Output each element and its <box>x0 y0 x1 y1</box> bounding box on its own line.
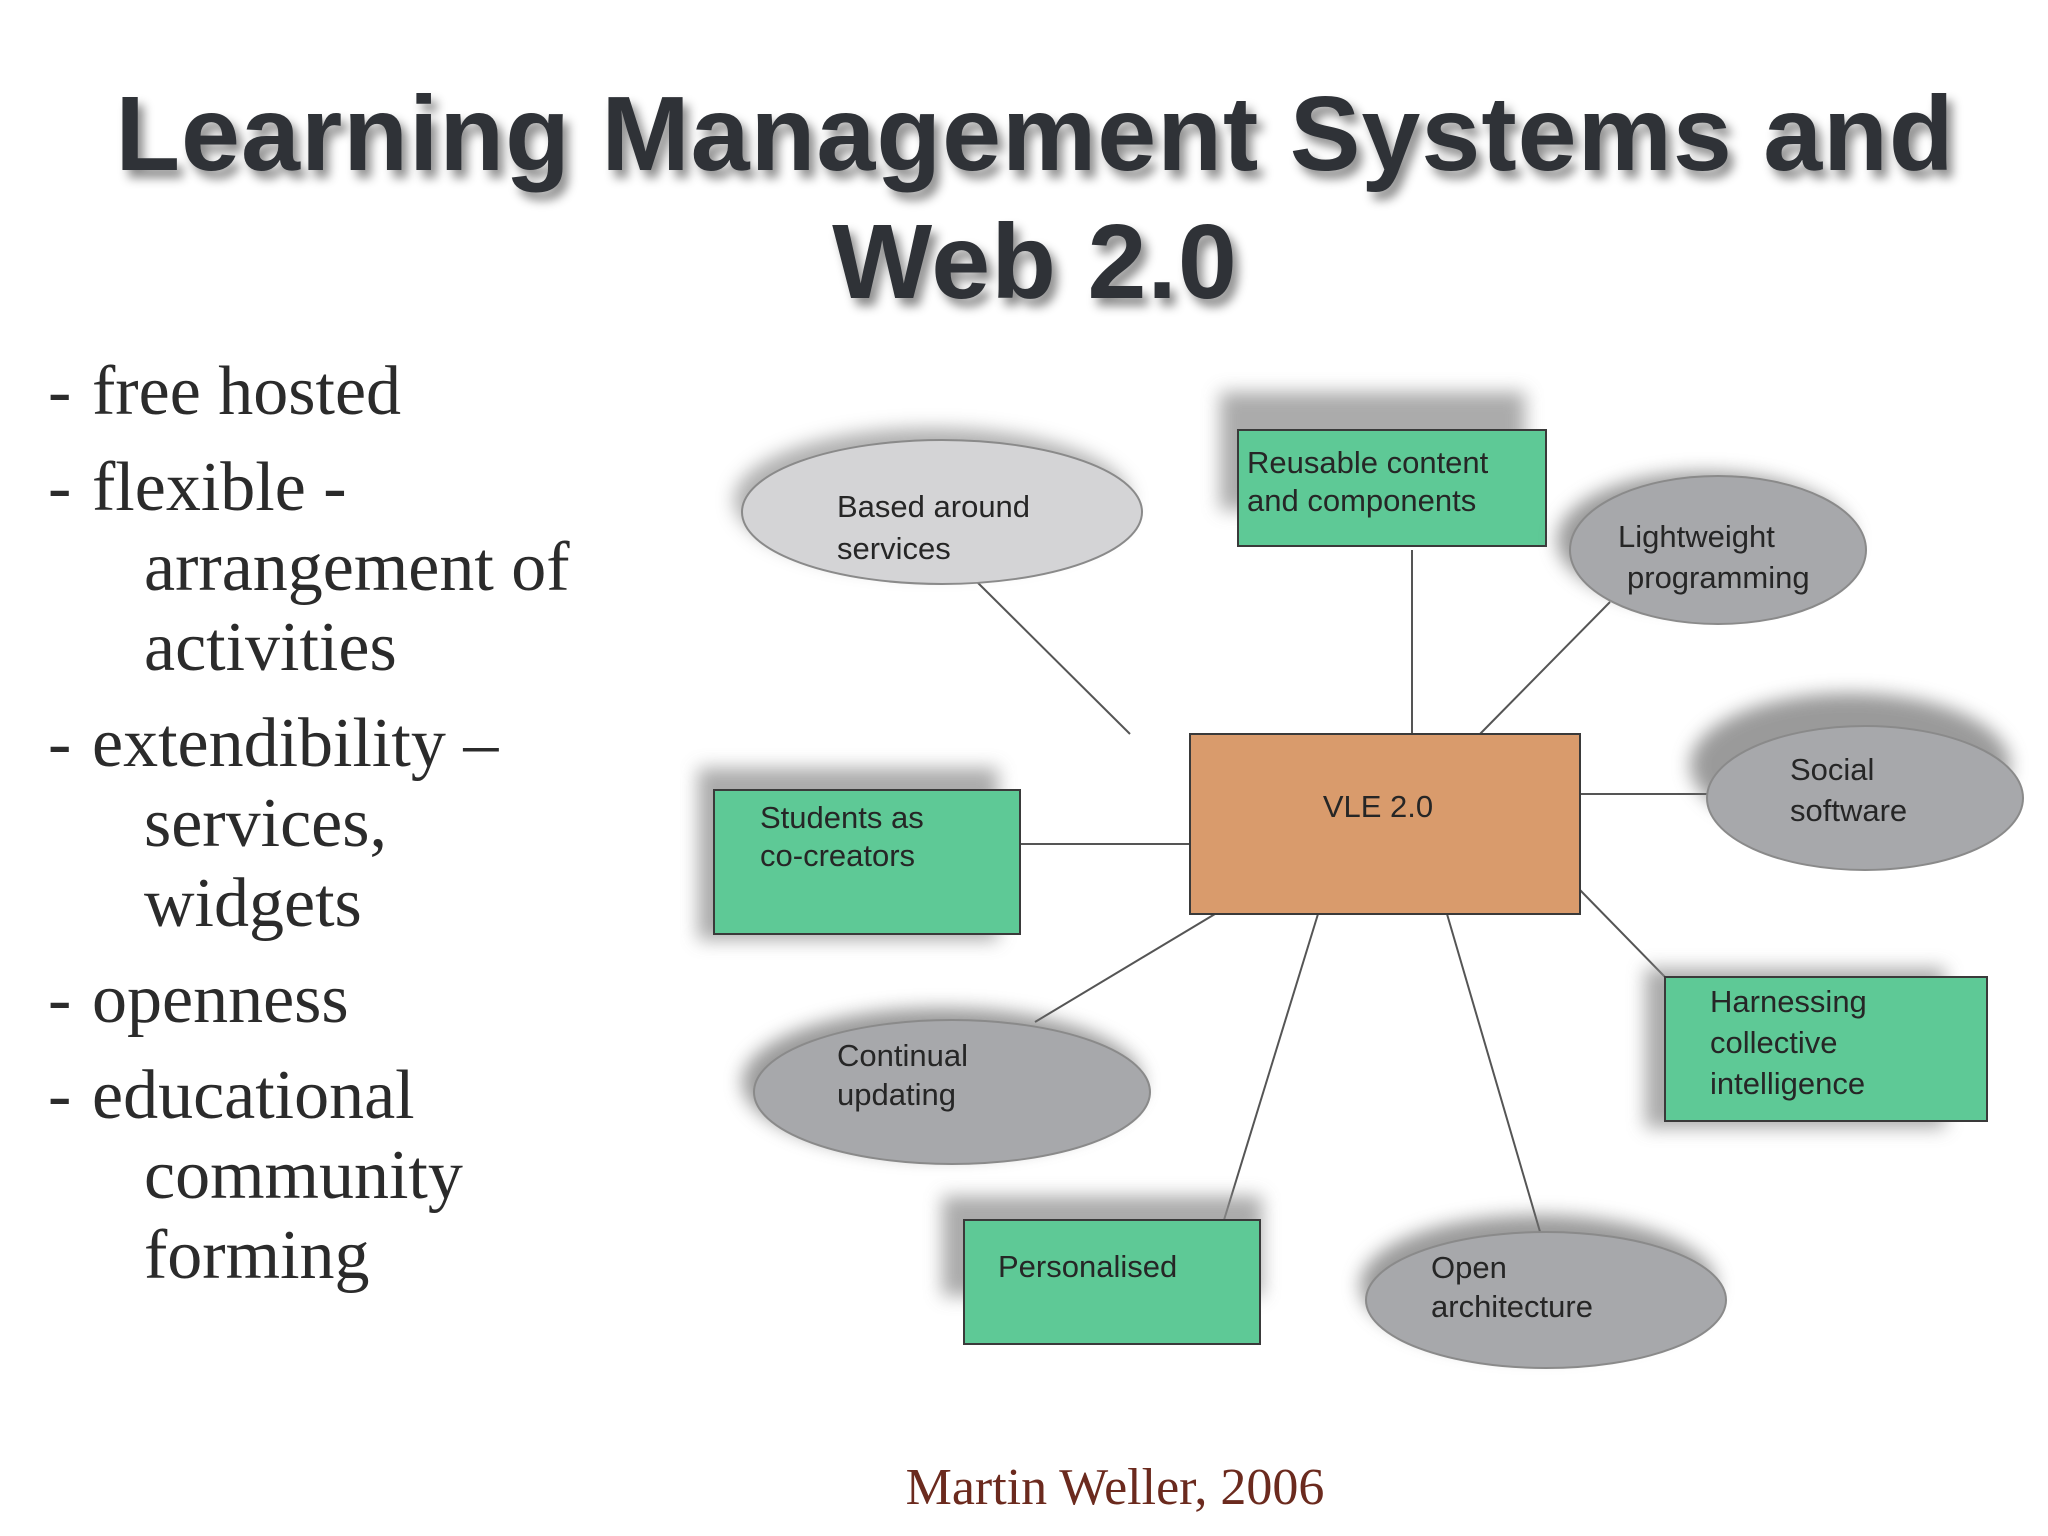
bullet-text: extendibility – services, widgets <box>92 705 499 942</box>
node-based-around-services: Based around services <box>734 428 1143 585</box>
node-shape <box>713 789 1021 935</box>
slide-title-line-1: Learning Management Systems and <box>115 75 1955 193</box>
connector-line <box>1446 913 1544 1243</box>
node-social-software: Social software <box>1690 693 2024 871</box>
node-shape <box>741 439 1143 585</box>
node-label: Personalised <box>998 1249 1177 1284</box>
node-label: Reusable content <box>1247 445 1489 480</box>
node-shape <box>963 1219 1261 1345</box>
node-students-co-creators: Students as co-creators <box>698 768 1021 940</box>
node-label: and components <box>1247 483 1476 518</box>
node-label: software <box>1790 793 1907 828</box>
node-shape <box>1664 976 1988 1122</box>
node-reusable-content: Reusable content and components <box>1220 392 1547 547</box>
bullet-item: -openness <box>48 960 608 1040</box>
node-shape <box>1237 429 1547 547</box>
connector-line <box>1034 913 1216 1023</box>
slide-title: Learning Management Systems and Web 2.0 <box>60 70 2010 326</box>
bullet-item: -free hosted <box>48 352 608 432</box>
bullet-item: -flexible - arrangement of activities <box>48 448 608 688</box>
center-node-label: VLE 2.0 <box>1323 789 1433 824</box>
bullet-dash: - <box>48 1057 72 1134</box>
bullet-dash: - <box>48 449 72 526</box>
node-label: programming <box>1627 560 1810 595</box>
node-label: Harnessing <box>1710 984 1867 1019</box>
node-shape <box>1706 725 2024 871</box>
node-shape <box>1569 475 1867 625</box>
node-continual-updating: Continual updating <box>742 1008 1151 1165</box>
node-label: updating <box>837 1077 956 1112</box>
node-harnessing-intelligence: Harnessing collective intelligence <box>1645 968 1988 1128</box>
connector-line <box>967 572 1131 735</box>
bullet-list: -free hosted -flexible - arrangement of … <box>48 352 608 1312</box>
bullet-text: free hosted <box>92 353 402 430</box>
node-label: Open <box>1431 1250 1507 1285</box>
center-node-vle: VLE 2.0 <box>1189 733 1581 915</box>
bullet-item: -educational community forming <box>48 1056 608 1296</box>
node-label: Continual <box>837 1038 968 1073</box>
connector-lines <box>967 550 1730 1243</box>
bullet-text: educational community forming <box>92 1057 463 1294</box>
bullet-dash: - <box>48 961 72 1038</box>
bullet-text: openness <box>92 961 349 1038</box>
node-personalised: Personalised <box>942 1196 1262 1345</box>
node-label: Lightweight <box>1618 519 1775 554</box>
node-label: Students as <box>760 800 924 835</box>
node-lightweight-programming: Lightweight programming <box>1557 472 1867 625</box>
bullet-text: flexible - arrangement of activities <box>92 449 570 686</box>
center-node-box <box>1189 733 1581 915</box>
node-label: Social <box>1790 752 1874 787</box>
connector-line <box>1579 889 1666 978</box>
bullet-dash: - <box>48 353 72 430</box>
slide-credit: Martin Weller, 2006 <box>905 1459 1325 1516</box>
node-label: collective <box>1710 1025 1838 1060</box>
node-label: co-creators <box>760 838 915 873</box>
bullet-item: -extendibility – services, widgets <box>48 704 608 944</box>
bullet-dash: - <box>48 705 72 782</box>
vle-diagram: VLE 2.0 Based around services Reusable c… <box>698 392 2024 1369</box>
slide-title-line-2: Web 2.0 <box>832 203 1238 321</box>
node-shape <box>1365 1231 1727 1369</box>
node-label: services <box>837 531 951 566</box>
node-label: intelligence <box>1710 1066 1865 1101</box>
connector-line <box>1223 913 1319 1221</box>
node-open-architecture: Open architecture <box>1360 1215 1727 1369</box>
node-shape <box>753 1019 1151 1165</box>
connector-line <box>1479 601 1611 735</box>
node-label: architecture <box>1431 1289 1593 1324</box>
node-label: Based around <box>837 489 1030 524</box>
